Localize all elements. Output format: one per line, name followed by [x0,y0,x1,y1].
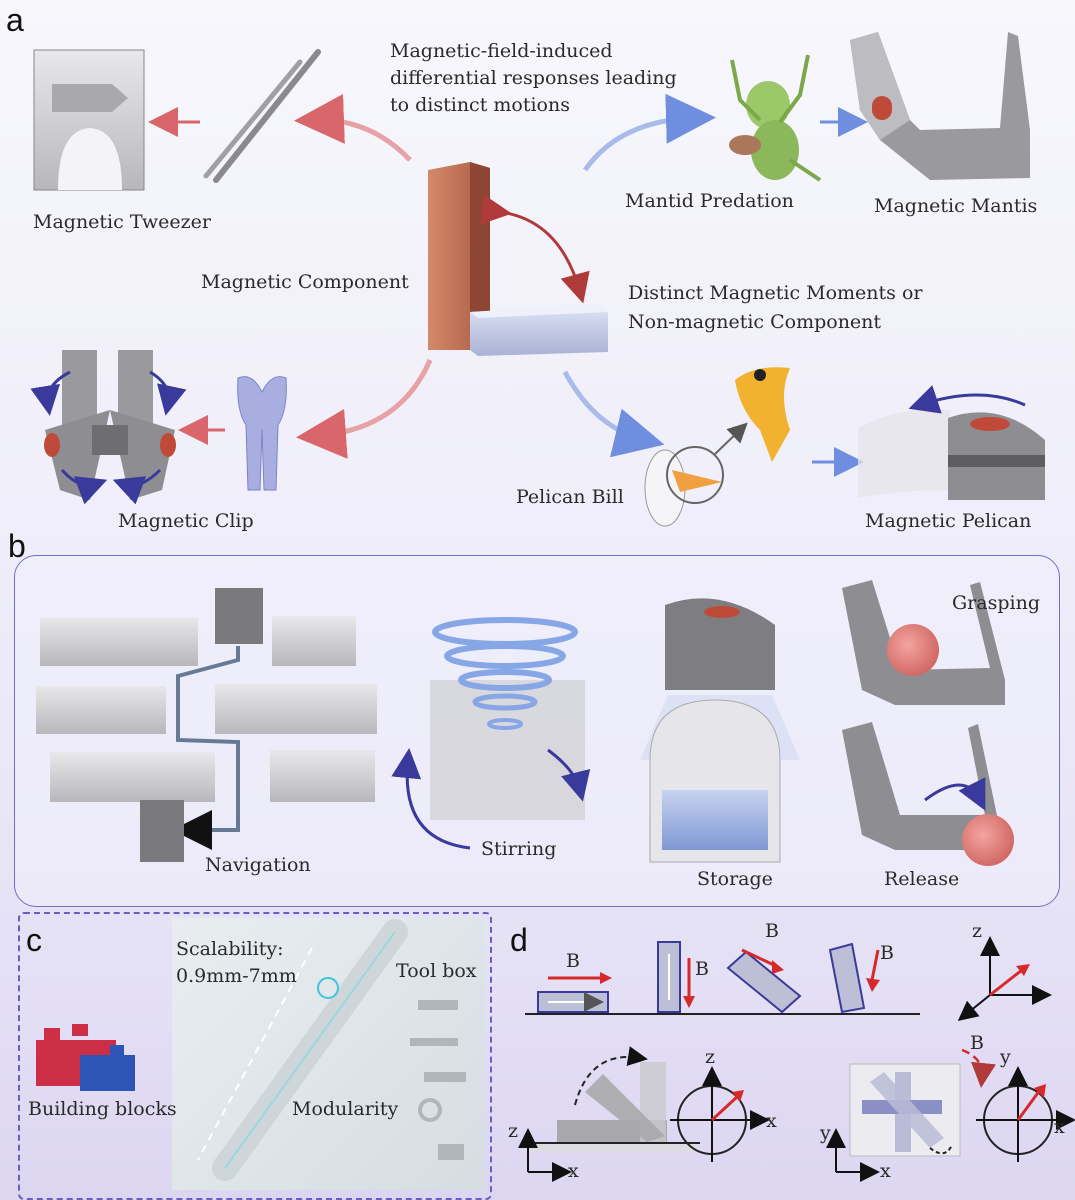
label-toolbox: Tool box [396,960,477,982]
central-l-component [428,162,608,356]
label-stirring: Stirring [481,838,557,860]
axis-x-circle-right: x [1054,1116,1065,1138]
storage-container [640,598,800,863]
panel-label-b: b [8,528,26,564]
label-magnetic-clip: Magnetic Clip [118,510,254,532]
label-magnetic-component: Magnetic Component [201,271,409,293]
magnetic-pelican-model [858,385,1045,500]
panel-label-c: c [26,922,42,958]
clip-small-purple [237,376,287,491]
navigation-maze [36,588,377,862]
axis-x-bottom-right: x [880,1160,891,1182]
magnetic-mantis-model [850,32,1030,180]
axis-z-bottom-left: z [508,1120,519,1142]
magnetic-tweezer-model [33,49,321,191]
label-building-blocks: Building blocks [28,1098,177,1120]
axis-x-circle-left: x [766,1110,777,1132]
label-mantid-predation: Mantid Predation [625,190,794,212]
mantid-illustration [729,54,822,182]
pipette-photo [172,918,484,1190]
label-distinct-moments: Distinct Magnetic Moments or Non-magneti… [628,282,923,333]
label-magnetic-tweezer: Magnetic Tweezer [33,211,211,233]
axis-z-3d: z [972,920,983,942]
label-b-3: B [765,920,779,942]
label-b-4: B [880,942,894,964]
panel-label-d: d [510,922,528,958]
label-magnetic-mantis: Magnetic Mantis [874,195,1038,217]
pelican-illustration [644,367,790,527]
label-magnetic-pelican: Magnetic Pelican [865,510,1032,532]
label-scalability: Scalability: [176,938,284,960]
arrow-to-mantid [582,93,716,172]
label-storage: Storage [697,868,773,890]
panel-label-a: a [6,2,24,38]
induced-motions-caption: Magnetic-field-induced differential resp… [390,40,677,116]
label-scalability-range: 0.9mm-7mm [176,965,297,987]
rotation-double-arrow [480,194,590,304]
stirring-vortex [391,617,591,850]
label-pelican-bill: Pelican Bill [516,486,624,508]
panel-c-frame [18,912,492,1200]
label-release: Release [884,868,960,890]
label-grasping: Grasping [952,592,1040,614]
panel-d-top [525,936,1052,1022]
magnetic-clip-model [30,350,187,505]
lego-blocks [36,1024,135,1091]
grasping-model [842,580,1005,705]
label-b-5: B [970,1032,984,1054]
label-modularity: Modularity [292,1098,399,1120]
panel-d-bottom-left [518,1046,770,1182]
axis-z-circle-left: z [705,1046,716,1068]
label-b-1: B [566,950,580,972]
arrow-to-tweezer [294,93,412,162]
release-model [842,722,1014,866]
pipette-and-tools [197,919,466,1181]
panel-d-bottom-right [826,1048,1075,1182]
label-b-2: B [695,958,709,980]
axis-x-bottom-left: x [568,1160,579,1182]
arrow-to-clip [296,359,433,459]
axis-y-bottom-right: y [820,1122,831,1144]
axis-y-circle-right: y [1000,1046,1011,1068]
arrow-to-pelican-bill [562,370,665,458]
label-navigation: Navigation [205,854,311,876]
